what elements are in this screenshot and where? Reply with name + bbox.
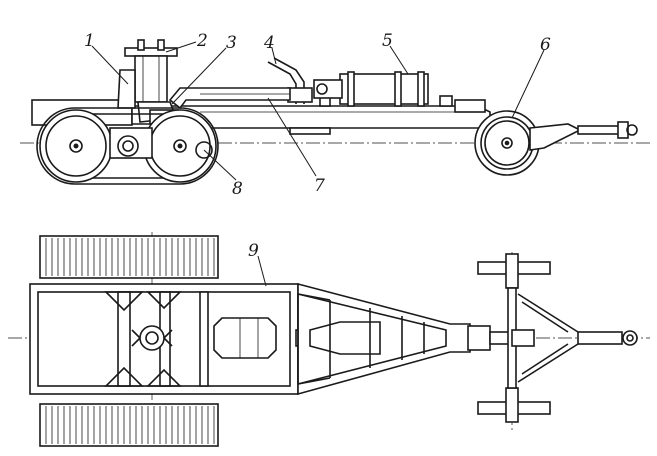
- callout-5: 5: [382, 31, 393, 51]
- plan-view: [8, 232, 650, 447]
- callout-3: 3: [226, 33, 237, 53]
- callout-labels: 1 2 3 4 5 6 7 8 9: [84, 31, 551, 261]
- callout-9: 9: [248, 241, 259, 261]
- leader-lines-side: [91, 41, 545, 181]
- callout-2: 2: [196, 31, 208, 51]
- front-axle: [477, 253, 638, 423]
- side-view: [20, 39, 650, 185]
- front-wheel-side: [474, 110, 638, 176]
- tank: [313, 71, 429, 107]
- callout-1: 1: [84, 31, 95, 51]
- callout-4: 4: [263, 33, 275, 53]
- leader-line-9: [257, 255, 267, 287]
- crawler-track-side: [36, 107, 219, 185]
- callout-6: 6: [540, 35, 551, 55]
- callout-8: 8: [232, 179, 243, 199]
- rear-frame: [29, 283, 299, 395]
- crawler-track-bottom: [39, 403, 219, 447]
- callout-7: 7: [314, 176, 325, 196]
- crawler-track-top: [39, 235, 219, 279]
- tapered-frame: [297, 282, 511, 396]
